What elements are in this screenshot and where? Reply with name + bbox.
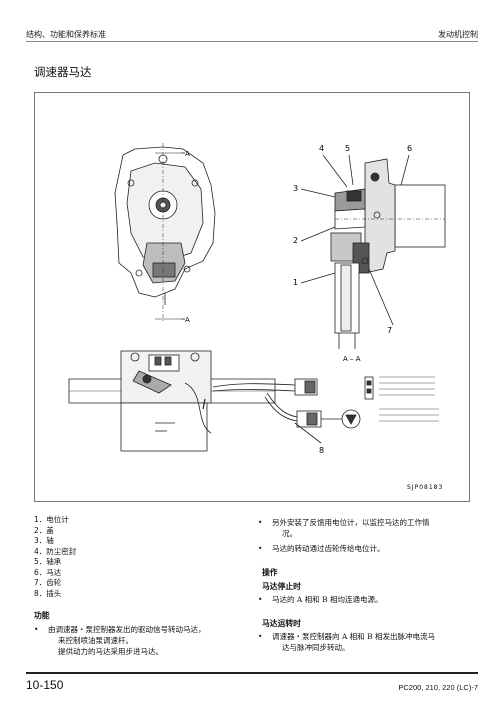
function-bullet-2-line-2: 况。 [282, 529, 297, 538]
stop-bullet: 马达的 A 相和 B 相均连通电源。 [258, 594, 382, 605]
callout-6: 6 [407, 144, 412, 153]
part-item: 3．轴 [34, 536, 54, 545]
function-bullet-3-text: 马达的转动通过齿轮传给电位计。 [272, 544, 385, 553]
parts-list: 1．电位计 2．盖 3．轴 4．防尘密封 5．轴承 6．马达 7．齿轮 8．插头 [34, 515, 76, 599]
callout-5: 5 [345, 144, 350, 153]
section-mark-a-top: A [185, 150, 190, 158]
function-heading: 功能 [34, 611, 50, 620]
stop-heading: 马达停止时 [262, 582, 301, 591]
function-bullet-2: 另外安装了反馈用电位计，以监控马达的工作情 况。 [258, 517, 430, 539]
model-code: PC200, 210, 220 (LC)-7 [398, 683, 478, 692]
page-title: 调速器马达 [34, 65, 92, 79]
function-bullet-2-line-1: 另外安装了反馈用电位计，以监控马达的工作情 [272, 518, 430, 527]
governor-motor-drawing: A A 4 5 [68, 143, 446, 491]
callout-3: 3 [293, 184, 298, 193]
callout-1: 1 [293, 278, 298, 287]
part-item: 7．齿轮 [34, 578, 62, 587]
function-bullet-3: 马达的转动通过齿轮传给电位计。 [258, 543, 385, 554]
callout-8: 8 [319, 446, 324, 455]
operation-heading: 操作 [262, 568, 278, 577]
part-item: 8．插头 [34, 588, 62, 598]
function-bullet-1-line-3: 提供动力的马达采用步进马达。 [58, 647, 163, 656]
figure-box: A A 4 5 [34, 92, 470, 502]
function-bullet-1: 由调速器・泵控制器发出的驱动信号转动马达， 来控制喷油泵调速杆。 提供动力的马达… [34, 624, 206, 657]
section-mark-a-bottom: A [185, 316, 190, 324]
stop-bullet-text: 马达的 A 相和 B 相均连通电源。 [272, 595, 383, 604]
header-chapter: 发动机控制 [438, 30, 478, 39]
part-item: 5．轴承 [34, 557, 62, 566]
function-bullet-1-line-1: 由调速器・泵控制器发出的驱动信号转动马达， [48, 625, 206, 634]
page-number: 10-150 [26, 678, 64, 692]
run-bullet-line-2: 达与脉冲同步转动。 [282, 643, 350, 652]
part-item: 6．马达 [34, 567, 62, 577]
section-label-aa: A – A [343, 355, 361, 363]
part-item: 1．电位计 [34, 515, 69, 524]
callout-4: 4 [319, 144, 324, 153]
run-heading: 马达运转时 [262, 619, 301, 628]
callout-7: 7 [387, 326, 392, 335]
header-rule [26, 41, 478, 42]
figure-code: SJP08183 [407, 484, 443, 491]
part-item: 2．盖 [34, 525, 54, 535]
part-item: 4．防尘密封 [34, 546, 77, 556]
run-bullet: 调速器・泵控制器向 A 相和 B 相发出脉冲电流马 达与脉冲同步转动。 [258, 631, 435, 653]
callout-2: 2 [293, 236, 298, 245]
run-bullet-line-1: 调速器・泵控制器向 A 相和 B 相发出脉冲电流马 [272, 632, 435, 641]
header-section: 结构、功能和保养标准 [26, 30, 106, 39]
footer-rule [26, 672, 478, 674]
housing-outline [114, 146, 216, 298]
function-bullet-1-line-2: 来控制喷油泵调速杆。 [58, 636, 133, 645]
